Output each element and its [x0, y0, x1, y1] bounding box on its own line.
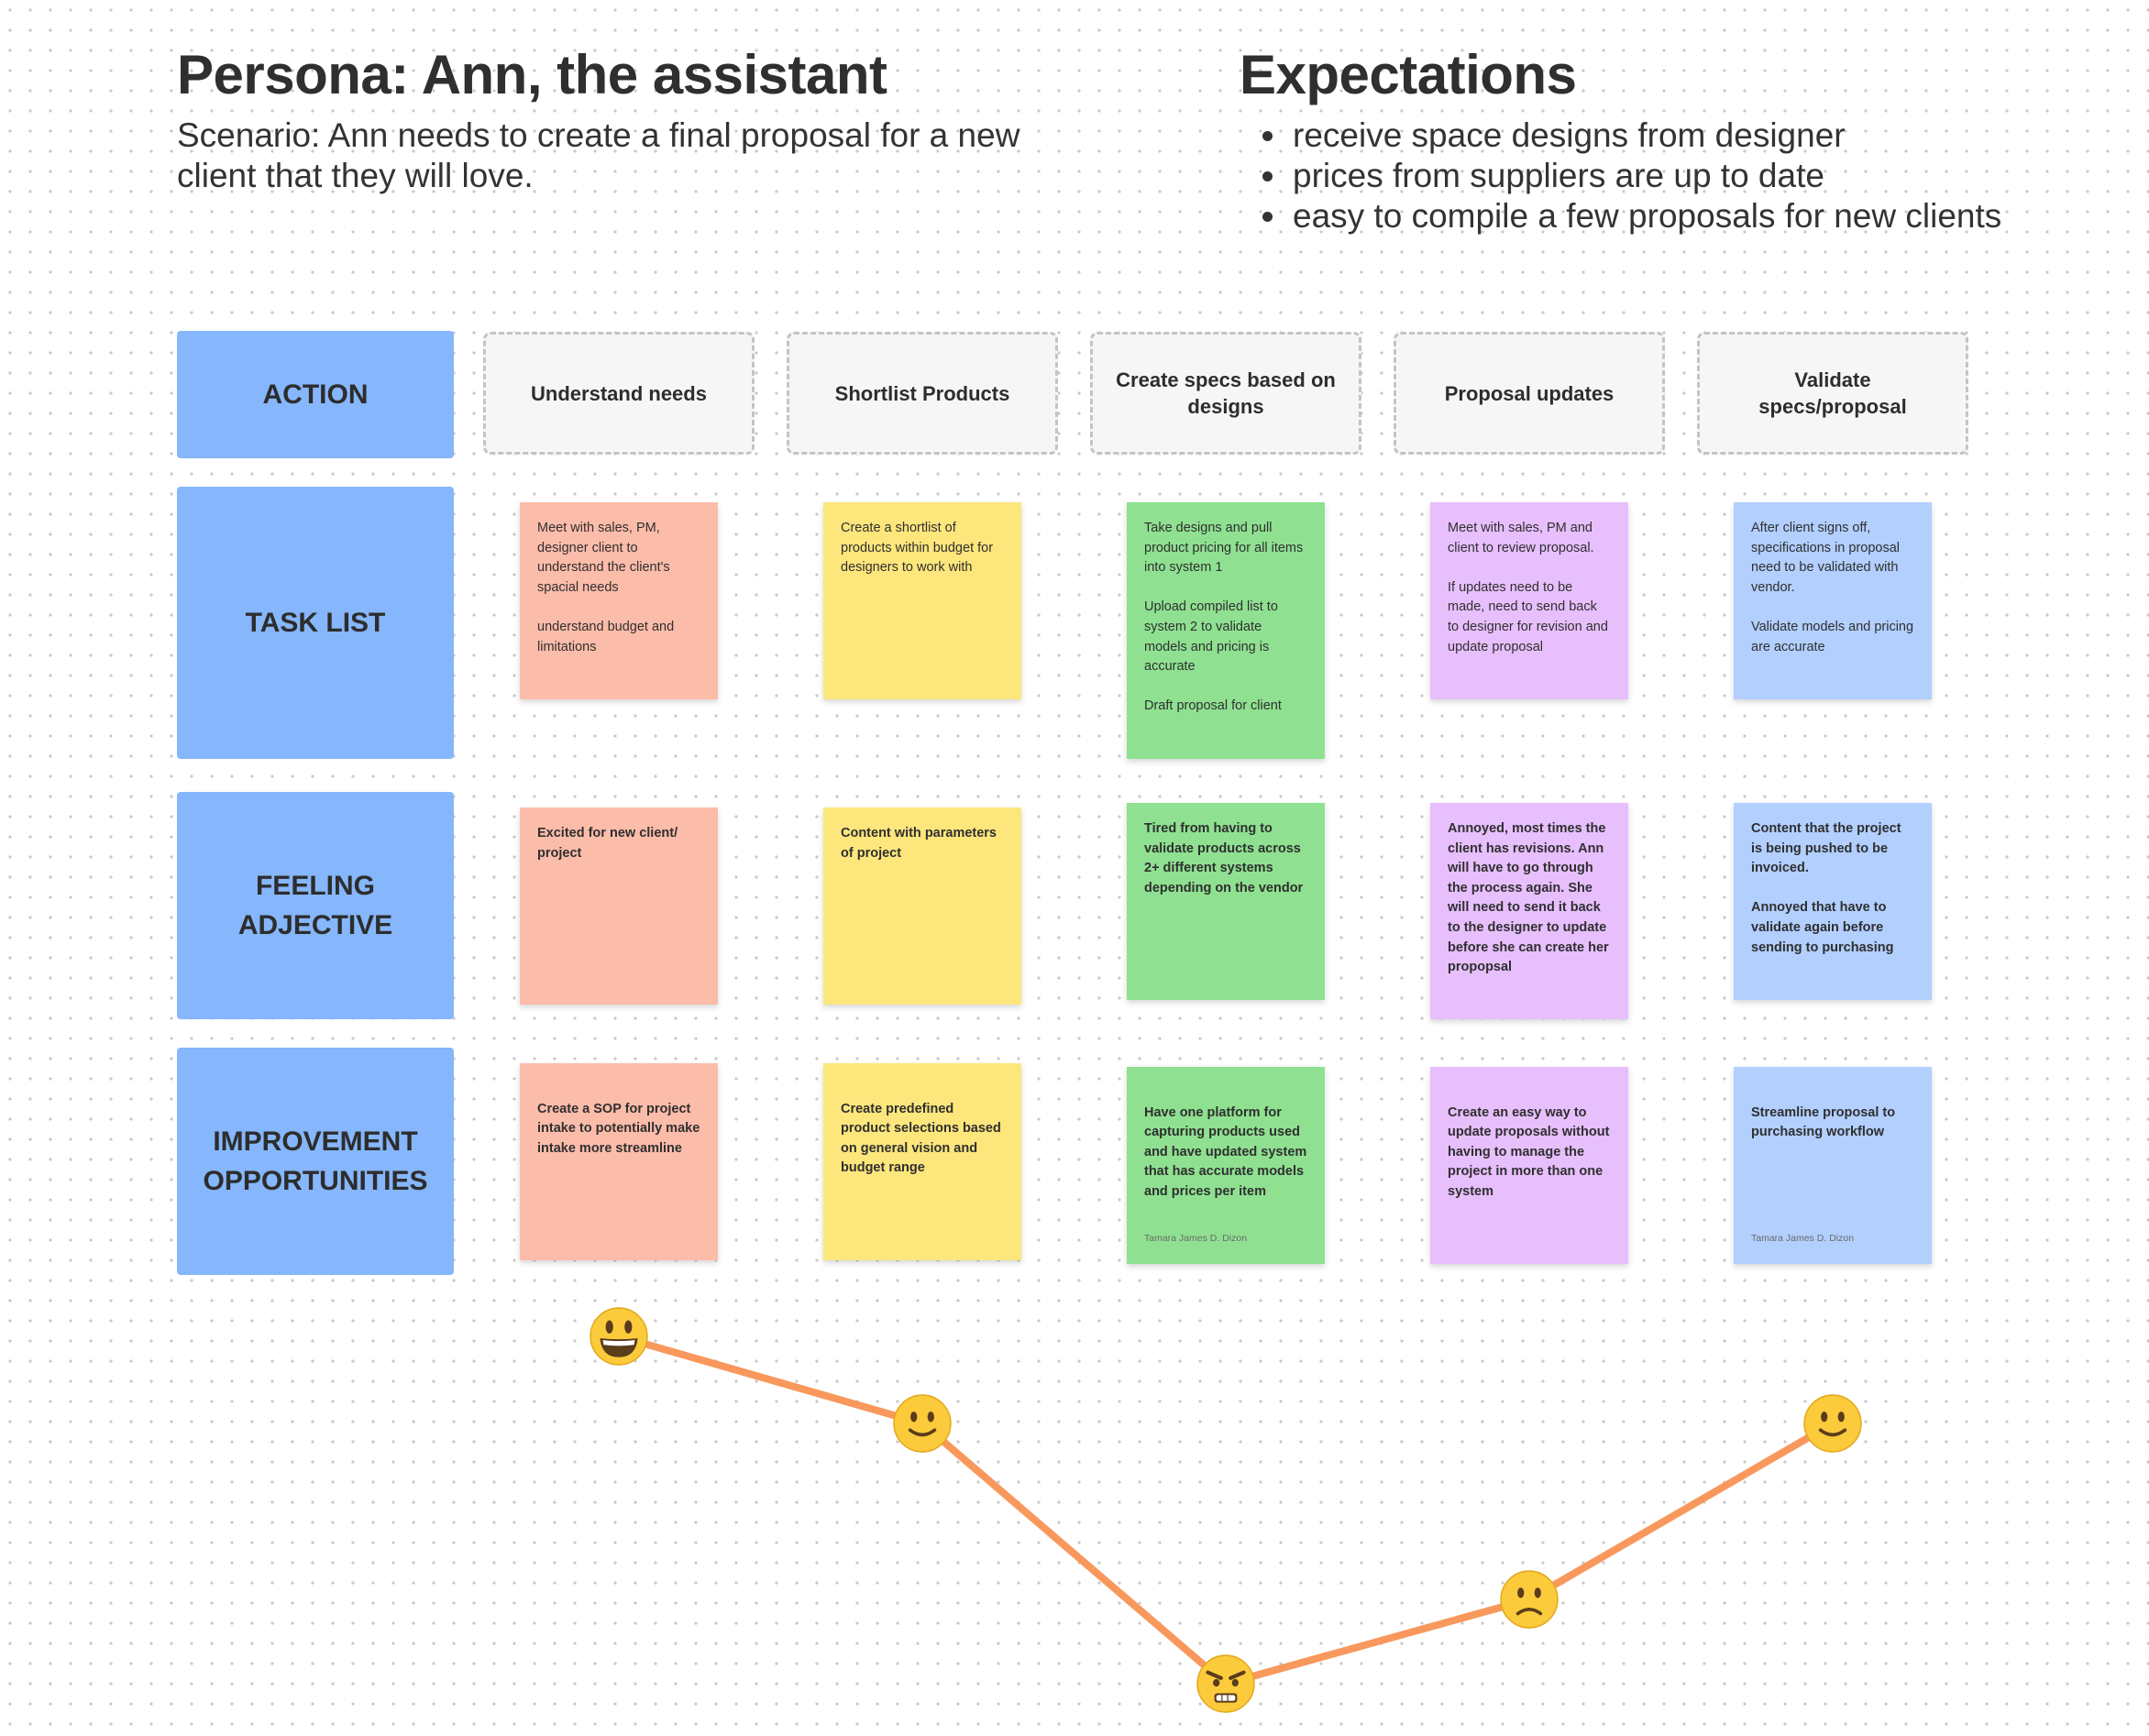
row-label-task-list: TASK LIST [177, 487, 454, 759]
frowning-face-icon [1500, 1570, 1559, 1629]
sticky-text: Have one platform for capturing products… [1144, 1104, 1307, 1199]
sticky-note-task[interactable]: Create a shortlist of products within bu… [823, 502, 1021, 699]
sticky-note-feeling[interactable]: Content with parameters of project [823, 808, 1021, 1005]
sticky-text: Streamline proposal to purchasing workfl… [1751, 1104, 1896, 1140]
sticky-note-improvement[interactable]: Create a SOP for project intake to poten… [520, 1063, 718, 1260]
row-label-action: ACTION [177, 331, 454, 458]
sticky-note-task[interactable]: Meet with sales, PM and client to review… [1430, 502, 1628, 699]
sticky-text: Create an easy way to update proposals w… [1448, 1104, 1610, 1199]
column-header: Shortlist Products [787, 332, 1058, 455]
expectations-title: Expectations [1240, 44, 1577, 105]
sticky-note-feeling[interactable]: Excited for new client/ project [520, 808, 718, 1005]
column-header: Validate specs/proposal [1697, 332, 1968, 455]
grinning-face-icon [590, 1307, 648, 1366]
column-header: Proposal updates [1394, 332, 1665, 455]
expectation-item: prices from suppliers are up to date [1289, 156, 2022, 196]
sticky-text: Create predefined product selections bas… [841, 1101, 1001, 1176]
persona-title: Persona: Ann, the assistant [177, 44, 887, 105]
sticky-text: Create a SOP for project intake to poten… [537, 1101, 700, 1156]
angry-face-icon [1196, 1654, 1255, 1713]
slightly-smiling-face-icon [893, 1394, 952, 1453]
sticky-note-feeling[interactable]: Tired from having to validate products a… [1127, 803, 1325, 1000]
sticky-note-feeling[interactable]: Content that the project is being pushed… [1734, 803, 1932, 1000]
sticky-note-improvement[interactable]: Create an easy way to update proposals w… [1430, 1067, 1628, 1264]
column-header: Create specs based on designs [1090, 332, 1361, 455]
column-header: Understand needs [483, 332, 755, 455]
expectation-item: easy to compile a few proposals for new … [1289, 196, 2022, 236]
expectation-item: receive space designs from designer [1289, 115, 2022, 156]
row-label-improvement: IMPROVEMENT OPPORTUNITIES [177, 1048, 454, 1275]
slightly-smiling-face-icon [1803, 1394, 1862, 1453]
sticky-note-task[interactable]: Meet with sales, PM, designer client to … [520, 502, 718, 699]
scenario-text: Scenario: Ann needs to create a final pr… [177, 116, 1020, 194]
sticky-author: Tamara James D. Dizon [1144, 1233, 1248, 1245]
sticky-note-task[interactable]: Take designs and pull product pricing fo… [1127, 502, 1325, 759]
sticky-note-task[interactable]: After client signs off, specifications i… [1734, 502, 1932, 699]
row-label-feeling: FEELING ADJECTIVE [177, 792, 454, 1019]
sticky-note-improvement[interactable]: Streamline proposal to purchasing workfl… [1734, 1067, 1932, 1264]
expectations-list: receive space designs from designer pric… [1240, 115, 2022, 236]
sticky-note-feeling[interactable]: Annoyed, most times the client has revis… [1430, 803, 1628, 1019]
sticky-note-improvement[interactable]: Create predefined product selections bas… [823, 1063, 1021, 1260]
sticky-author: Tamara James D. Dizon [1751, 1233, 1855, 1245]
sticky-note-improvement[interactable]: Have one platform for capturing products… [1127, 1067, 1325, 1264]
